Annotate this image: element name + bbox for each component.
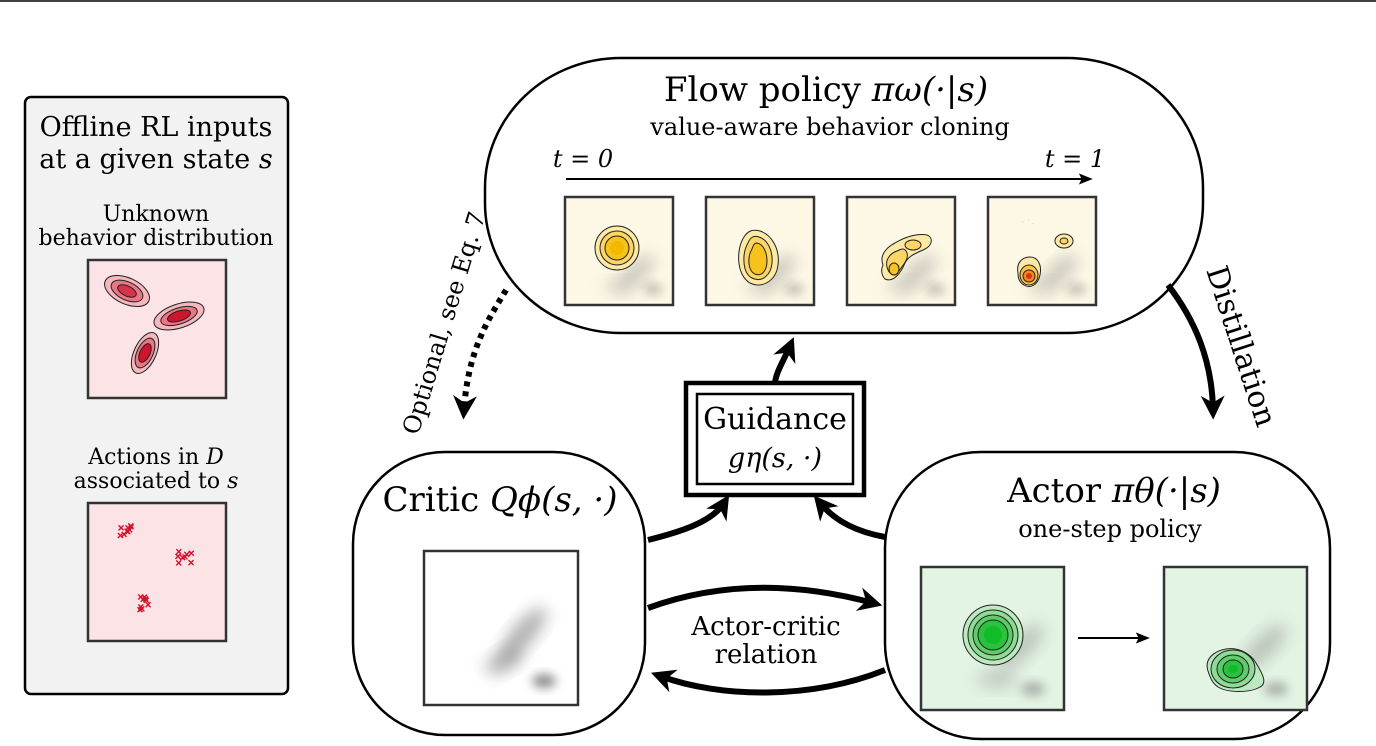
actor-title: Actor πθ(·|s) xyxy=(1006,471,1221,511)
action-sample-marker xyxy=(175,548,182,555)
actions-label-line1: Actions in D xyxy=(87,445,224,470)
critic-node: Critic Qϕ(s, ·) xyxy=(351,450,647,737)
action-sample-marker xyxy=(175,559,182,566)
critic-to-actor-edge xyxy=(646,584,883,611)
action-sample-marker xyxy=(137,594,144,601)
actor-critic-label-line2: relation xyxy=(715,640,818,670)
action-sample-marker xyxy=(128,523,135,530)
action-sample-marker xyxy=(188,559,195,566)
flow-policy-title: Flow policy πω(·|s) xyxy=(664,70,988,110)
behavior-distribution-plot xyxy=(86,258,228,400)
t-start-label: t = 0 xyxy=(553,145,613,173)
guidance-inner-frame xyxy=(695,392,855,486)
actor-node: Actor πθ(·|s) one-step policy xyxy=(883,450,1332,741)
actor-to-critic-edge xyxy=(650,667,887,696)
edges xyxy=(452,283,1225,696)
distillation-edge xyxy=(1165,283,1225,420)
action-sample-marker xyxy=(174,553,181,560)
actions-label-line2: associated to s xyxy=(74,469,239,494)
action-samples-plot xyxy=(86,501,228,643)
actor-subtitle: one-step policy xyxy=(1018,515,1202,543)
flow-step-2-plot xyxy=(704,195,816,307)
action-sample-marker xyxy=(145,601,152,608)
critic-to-guidance-edge xyxy=(647,494,730,543)
flow-step-3-plot xyxy=(845,195,957,307)
guidance-math: gη(s, ·) xyxy=(728,443,822,474)
optional-edge-label: Optional, see Eq. 7 xyxy=(397,208,491,437)
flow-step-4-plot xyxy=(986,195,1098,307)
actor-final-plot xyxy=(1162,565,1309,712)
t-end-label: t = 1 xyxy=(1045,145,1105,173)
inputs-title-line2: at a given state s xyxy=(39,144,272,175)
guidance-to-flow-edge xyxy=(772,337,796,384)
critic-value-plot xyxy=(422,549,580,707)
guidance-node: Guidance gη(s, ·) xyxy=(683,380,867,498)
action-sample-marker xyxy=(118,524,125,531)
critic-title: Critic Qϕ(s, ·) xyxy=(383,480,618,520)
inputs-title-line1: Offline RL inputs xyxy=(40,112,273,143)
actor-to-guidance-edge xyxy=(813,495,886,540)
flow-step-1-plot xyxy=(563,195,675,307)
actor-initial-plot xyxy=(919,565,1066,712)
action-sample-marker xyxy=(121,531,128,538)
action-sample-marker xyxy=(138,605,145,612)
action-sample-markers xyxy=(117,522,195,613)
action-sample-marker xyxy=(183,551,190,558)
flow-policy-subtitle: value-aware behavior cloning xyxy=(649,113,1009,141)
guidance-title: Guidance xyxy=(703,402,847,437)
behavior-label-line2: behavior distribution xyxy=(39,226,274,251)
behavior-label-line1: Unknown xyxy=(103,202,209,227)
actor-critic-label-line1: Actor-critic xyxy=(690,612,840,642)
action-sample-marker xyxy=(143,597,150,604)
action-sample-marker xyxy=(188,550,195,557)
flow-policy-node: Flow policy πω(·|s) value-aware behavior… xyxy=(483,56,1205,335)
optional-edge xyxy=(452,288,509,420)
inputs-panel: Offline RL inputs at a given state s Unk… xyxy=(23,95,290,696)
